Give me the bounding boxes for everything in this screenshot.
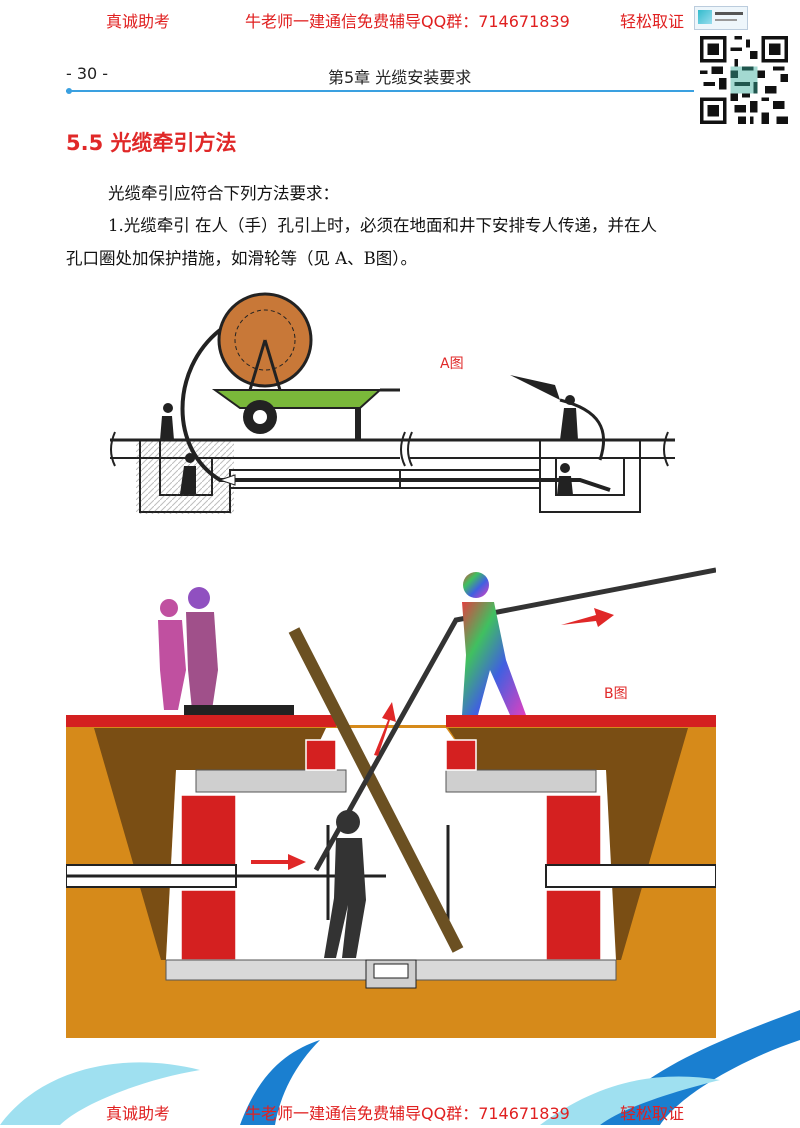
worker-figure (160, 395, 578, 495)
figure-b-illustration: B图 (66, 567, 716, 1038)
direction-arrow (251, 608, 614, 870)
worker-figure (324, 810, 366, 958)
banner-right-text: 轻松取证 (620, 12, 685, 31)
cable-reel-cart (211, 292, 400, 440)
figure-a-label: A图 (440, 356, 464, 372)
intro-paragraph: 光缆牵引应符合下列方法要求： (108, 184, 339, 203)
qr-code-icon (694, 32, 794, 128)
left-manhole (136, 439, 401, 514)
right-manhole (400, 440, 641, 513)
banner-middle-text: 牛老师一建通信免费辅导QQ群：714671839 (245, 1104, 570, 1123)
worker-figure (462, 572, 526, 715)
brand-logo-icon (694, 6, 748, 30)
banner-right-text: 轻松取证 (620, 1104, 685, 1123)
cable-path (180, 328, 611, 492)
break-mark (110, 431, 669, 467)
bystander-figures (158, 587, 294, 715)
banner-middle-text: 牛老师一建通信免费辅导QQ群：714671839 (245, 12, 570, 31)
item1-line2: 孔口圈处加保护措施，如滑轮等（见 A、B图）。 (66, 249, 418, 268)
chapter-title: 第5章 光缆安装要求 (328, 68, 472, 87)
section-title: 5.5 光缆牵引方法 (66, 131, 237, 155)
banner-left-text: 真诚助考 (106, 12, 171, 31)
bottom-banner: 真诚助考 牛老师一建通信免费辅导QQ群：714671839 轻松取证 (0, 1092, 800, 1128)
banner-left-text: 真诚助考 (106, 1104, 171, 1123)
top-banner: 真诚助考 牛老师一建通信免费辅导QQ群：714671839 轻松取证 (0, 0, 800, 36)
decorative-waves (0, 1010, 800, 1125)
page-header: - 30 - 第5章 光缆安装要求 (66, 62, 694, 90)
pull-arrow (510, 375, 560, 400)
guide-pole (288, 627, 464, 953)
figure-a-illustration: A图 (110, 292, 675, 514)
header-divider (66, 88, 694, 94)
item1-line1: 1.光缆牵引 在人（手）孔引上时，必须在地面和井下安排专人传递，并在人 (108, 216, 657, 235)
figure-b-label: B图 (604, 686, 628, 702)
cable-path (313, 567, 716, 872)
page-number: - 30 - (66, 64, 109, 83)
ladder (326, 825, 450, 920)
